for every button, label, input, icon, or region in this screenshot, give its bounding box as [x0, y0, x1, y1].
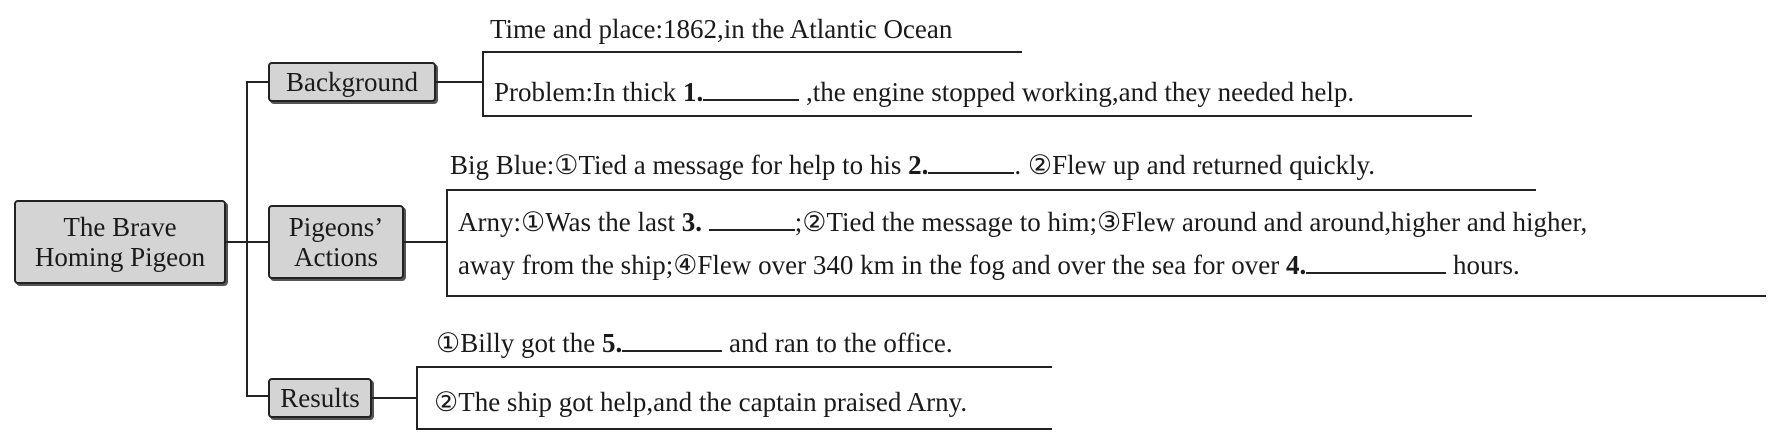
- root-title-line2: Homing Pigeon: [34, 242, 206, 272]
- blank-4[interactable]: [1306, 246, 1447, 274]
- blank-3[interactable]: [708, 203, 795, 231]
- background-label: Background: [286, 67, 418, 97]
- blank-5[interactable]: [622, 324, 723, 352]
- blank-number-5: 5.: [601, 328, 623, 358]
- blank-number-4: 4.: [1285, 250, 1307, 280]
- blank-number-3: 3.: [681, 207, 702, 237]
- arny-text-line2: away from the ship;④Flew over 340 km in …: [458, 246, 1520, 282]
- connector-to-actions: [246, 241, 268, 243]
- connector-background-out: [436, 81, 482, 83]
- background-time-place: Time and place:1862,in the Atlantic Ocea…: [490, 14, 953, 44]
- root-title-line1: The Brave: [63, 212, 177, 242]
- connector-root-out: [226, 241, 246, 243]
- result-1: ①Billy got the 5. and ran to the office.: [436, 324, 953, 360]
- background-node: Background: [268, 62, 436, 102]
- blank-number-2: 2.: [908, 150, 929, 180]
- bracket-actions-bottom: [446, 295, 1766, 297]
- bracket-actions-left: [446, 189, 448, 297]
- bigblue-text: Big Blue:①Tied a message for help to his…: [450, 146, 1375, 182]
- results-node: Results: [268, 378, 372, 418]
- bracket-background-left: [482, 51, 484, 117]
- bracket-actions-top: [446, 189, 1536, 191]
- results-label: Results: [280, 383, 360, 413]
- background-problem: Problem:In thick 1. ,the engine stopped …: [494, 73, 1354, 109]
- actions-label-line2: Actions: [294, 242, 378, 272]
- connector-trunk: [246, 81, 248, 396]
- bracket-results-bottom: [416, 428, 1052, 430]
- result-2: ②The ship got help,and the captain prais…: [434, 387, 968, 417]
- connector-actions-out: [404, 241, 446, 243]
- actions-label-line1: Pigeons’: [288, 212, 384, 242]
- connector-to-results: [246, 395, 268, 397]
- arny-text-line1: Arny:①Was the last 3. ;②Tied the message…: [458, 203, 1587, 239]
- bracket-results-left: [416, 366, 418, 430]
- blank-1[interactable]: [703, 73, 800, 101]
- bracket-background-top: [482, 51, 1022, 53]
- connector-to-background: [246, 81, 268, 83]
- actions-node: Pigeons’ Actions: [268, 205, 404, 279]
- bracket-results-top: [416, 366, 1052, 368]
- root-node: The Brave Homing Pigeon: [14, 200, 226, 284]
- connector-results-out: [372, 397, 416, 399]
- blank-number-1: 1.: [682, 77, 704, 107]
- blank-2[interactable]: [928, 146, 1015, 174]
- bracket-background-bottom: [482, 115, 1472, 117]
